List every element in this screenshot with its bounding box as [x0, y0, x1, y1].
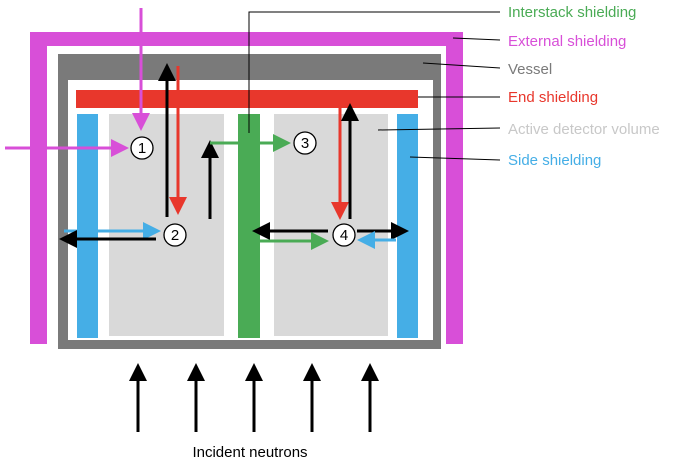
incident-neutron-arrows: [129, 363, 379, 432]
label-side-shielding: Side shielding: [508, 152, 601, 169]
label-end-shielding: End shielding: [508, 89, 598, 106]
label-active-detector-volume: Active detector volume: [508, 121, 660, 138]
marker-3: 3: [293, 131, 317, 155]
svg-text:4: 4: [340, 227, 348, 244]
marker-2: 2: [163, 223, 187, 247]
marker-1: 1: [130, 136, 154, 160]
interstack-shielding: [238, 114, 260, 338]
svg-text:2: 2: [171, 227, 179, 244]
label-incident-neutrons: Incident neutrons: [192, 444, 307, 461]
leader-lines: [248, 11, 501, 161]
svg-text:3: 3: [301, 135, 309, 152]
side-shielding-right: [397, 114, 418, 338]
side-shielding-left: [77, 114, 98, 338]
active-volume-right: [274, 114, 388, 336]
end-shielding: [76, 90, 418, 108]
label-vessel: Vessel: [508, 61, 552, 78]
marker-4: 4: [332, 223, 356, 247]
label-external-shielding: External shielding: [508, 33, 626, 50]
label-interstack-shielding: Interstack shielding: [508, 4, 636, 21]
svg-text:1: 1: [138, 140, 146, 157]
